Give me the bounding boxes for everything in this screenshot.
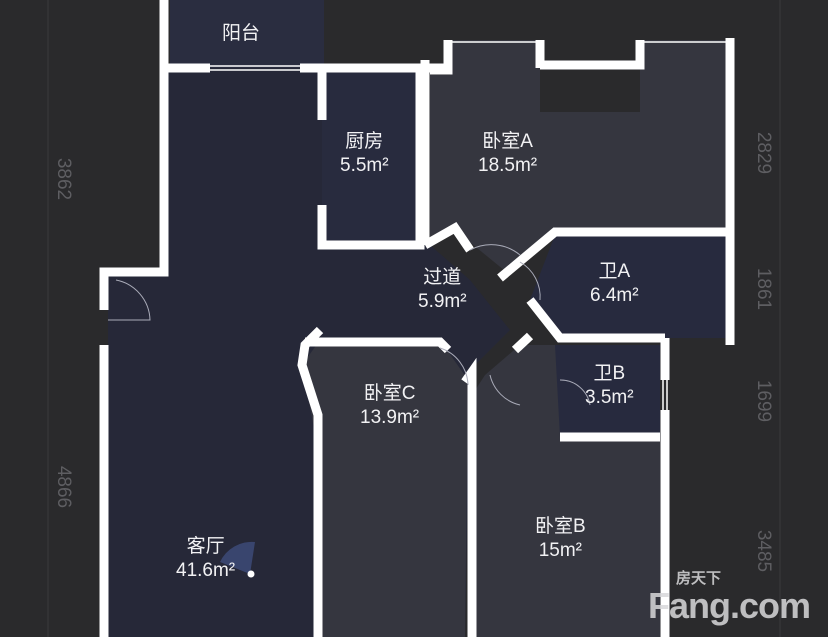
- windows: [210, 41, 728, 410]
- dim-left-1: 3862: [53, 157, 75, 201]
- dim-right-1: 2829: [753, 131, 775, 175]
- room-bath-b: [555, 345, 660, 437]
- room-bath-a: [530, 235, 728, 338]
- compass-icon: [220, 541, 255, 578]
- room-bedroom-b: [472, 345, 660, 637]
- watermark-cn: 房天下: [675, 570, 721, 587]
- dim-right-3: 1699: [753, 379, 775, 423]
- door-swings: [108, 244, 591, 406]
- dim-left-2: 4866: [53, 465, 75, 509]
- room-bedroom-c: [302, 340, 468, 637]
- room-label-balcony: 阳台: [222, 23, 261, 44]
- watermark-logo: 房天下 Fang.com: [647, 570, 811, 626]
- watermark-en: Fang.com: [647, 585, 811, 626]
- room-kitchen: [322, 72, 420, 244]
- room-balcony: [170, 0, 324, 68]
- room-bedroom-a: [430, 40, 728, 275]
- dim-right-2: 1861: [753, 267, 775, 311]
- dim-right-4: 3485: [753, 529, 775, 573]
